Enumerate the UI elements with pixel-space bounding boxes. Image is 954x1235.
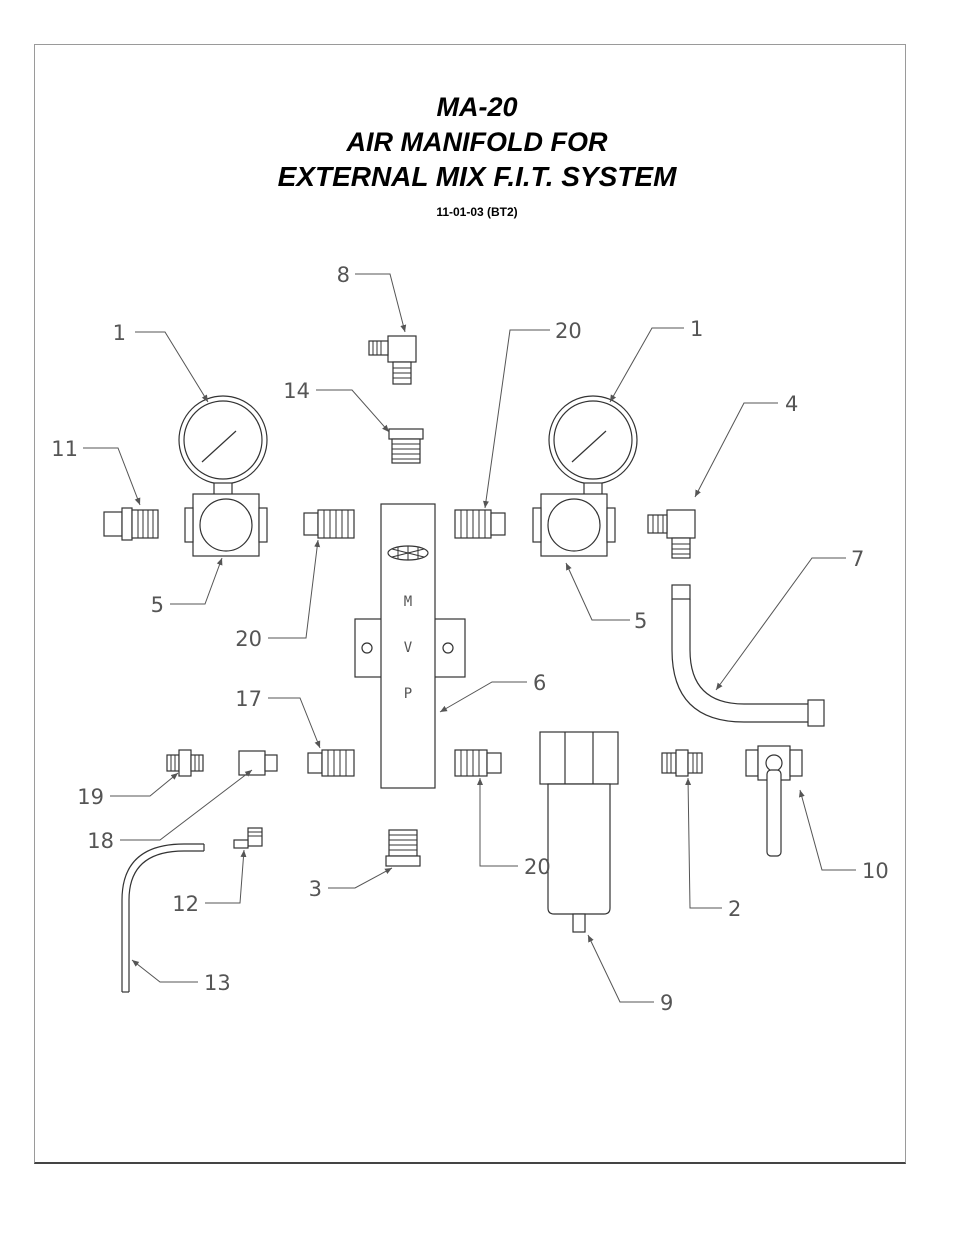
callout-nipple-20-upper-left: 20: [235, 627, 262, 651]
callout-manifold-6: 6: [533, 671, 546, 695]
regulator-body-right: [533, 494, 615, 556]
callout-tube-13: 13: [204, 971, 231, 995]
ball-valve-10: [746, 746, 802, 856]
hex-nipple-20-upper-left: [304, 510, 354, 538]
callout-gauge-left: 1: [113, 321, 126, 345]
air-filter-9: [540, 732, 618, 932]
manifold-letter-v: V: [404, 640, 413, 656]
nylon-tube-13: [122, 844, 204, 992]
callout-plug-3: 3: [309, 877, 322, 901]
callout-elbow-4: 4: [785, 392, 798, 416]
callout-gauge-right: 1: [690, 317, 703, 341]
callout-plug-14: 14: [283, 379, 310, 403]
hex-nipple-20-upper-right: [455, 510, 505, 538]
regulator-body-left: [185, 494, 267, 556]
manifold-block-6: M V P: [355, 504, 465, 788]
pipe-plug-3: [386, 830, 420, 866]
pipe-plug-14: [389, 429, 423, 463]
quick-coupler-11: [104, 508, 158, 540]
hex-nipple-17: [308, 750, 354, 776]
manifold-letter-p: P: [404, 686, 412, 702]
callout-valve-10: 10: [862, 859, 889, 883]
callout-tee-18: 18: [87, 829, 114, 853]
callout-regulator-left: 5: [151, 593, 164, 617]
callout-fitting-8: 8: [337, 263, 350, 287]
elbow-fitting-8: [369, 336, 416, 384]
callout-nipple-20-upper-right: 20: [555, 319, 582, 343]
air-hose-7: [672, 585, 824, 726]
tee-fitting-18: [239, 751, 277, 775]
callout-elbow-12: 12: [172, 892, 199, 916]
pressure-gauge-right: [549, 396, 637, 495]
callout-regulator-right: 5: [634, 609, 647, 633]
callout-nipple-19: 19: [77, 785, 104, 809]
callout-labels: 1 1 8 14 20 4 11 5 5 20 7 6 17 19 18 12 …: [51, 263, 888, 1015]
callout-nipple-2: 2: [728, 897, 741, 921]
pressure-gauge-left: [179, 396, 267, 495]
callout-coupler-11: 11: [51, 437, 78, 461]
callout-nipple-20-lower: 20: [524, 855, 551, 879]
hex-nipple-20-lower: [455, 750, 501, 776]
callout-nipple-17: 17: [235, 687, 262, 711]
callout-hose-7: 7: [851, 547, 864, 571]
nipple-2: [662, 750, 702, 776]
barb-elbow-12: [234, 828, 262, 848]
manifold-letter-m: M: [404, 594, 412, 610]
callout-filter-9: 9: [660, 991, 673, 1015]
street-elbow-4: [648, 510, 695, 558]
nipple-19: [167, 750, 203, 776]
